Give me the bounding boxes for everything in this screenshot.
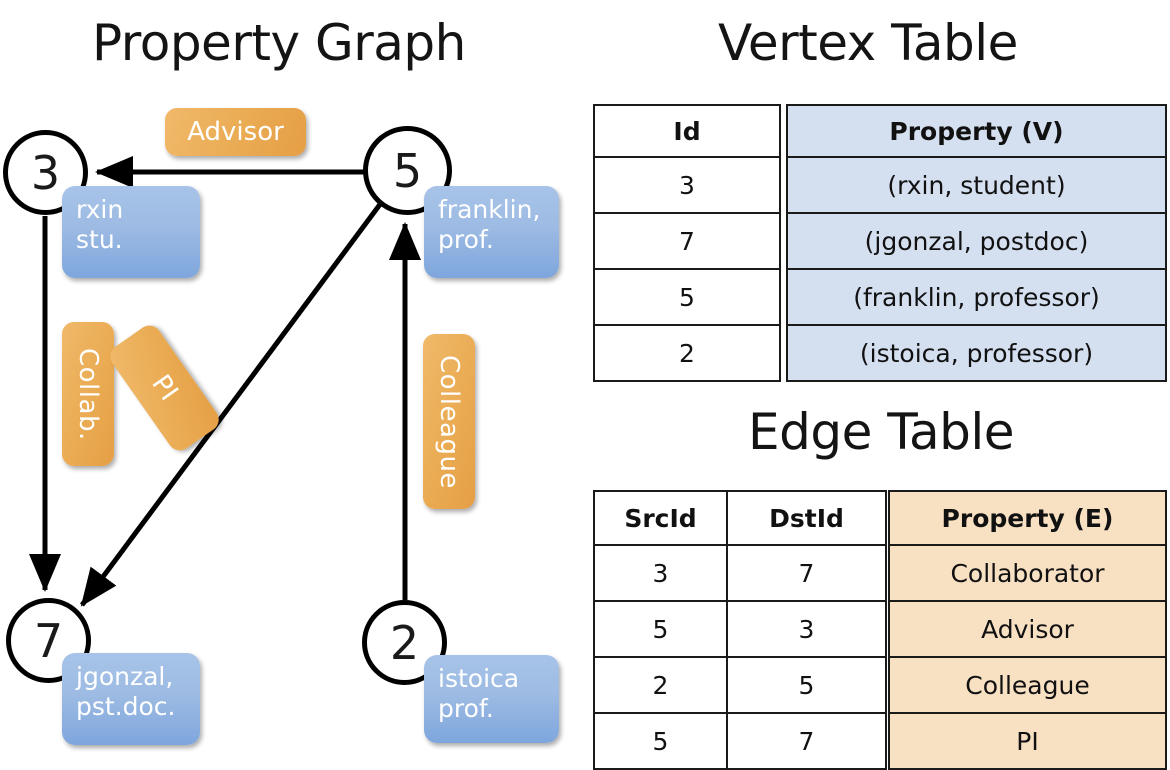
edge-srcid-header: SrcId <box>593 490 728 546</box>
node-property-box-istoica[interactable]: istoica prof. <box>424 655 559 743</box>
edge-srcid-cell: 5 <box>593 600 728 658</box>
graph-edges <box>29 156 421 607</box>
edge-property-cell: Advisor <box>888 600 1167 658</box>
edge-srcid-cell: 5 <box>593 712 728 770</box>
table-row: 3 7 <box>593 544 887 602</box>
node-property-box-rxin[interactable]: rxin stu. <box>62 186 200 278</box>
node-property-line-2: stu. <box>76 224 123 254</box>
edge-label-advisor[interactable]: Advisor <box>165 108 306 156</box>
edge-label-colleague-text: Colleague <box>434 354 464 489</box>
vertex-property-cell: (franklin, professor) <box>786 268 1167 326</box>
table-header-row: Id <box>593 104 781 158</box>
table-row: (jgonzal, postdoc) <box>786 212 1167 270</box>
table-row: Colleague <box>888 656 1167 714</box>
graph-node-2[interactable]: 2 <box>362 600 447 685</box>
edge-property-cell: Colleague <box>888 656 1167 714</box>
edge-label-collab-text: Collab. <box>73 347 103 441</box>
edge-property-header: Property (E) <box>888 490 1167 546</box>
table-row: (rxin, student) <box>786 156 1167 214</box>
table-row: 5 3 <box>593 600 887 658</box>
property-graph-panel: Property Graph 3 5 7 <box>0 0 585 760</box>
graph-node-2-label: 2 <box>389 615 420 670</box>
vertex-property-cell: (istoica, professor) <box>786 324 1167 382</box>
vertex-id-cell: 2 <box>593 324 781 382</box>
node-property-line-1: franklin, <box>438 195 541 224</box>
table-row: 5 <box>593 268 781 326</box>
vertex-property-header: Property (V) <box>786 104 1167 158</box>
vertex-property-cell: (jgonzal, postdoc) <box>786 212 1167 270</box>
vertex-property-cell: (rxin, student) <box>786 156 1167 214</box>
property-graph-title: Property Graph <box>92 14 466 72</box>
table-row: 3 <box>593 156 781 214</box>
table-row: (franklin, professor) <box>786 268 1167 326</box>
table-row: Collaborator <box>888 544 1167 602</box>
table-row: Advisor <box>888 600 1167 658</box>
graph-node-3-label: 3 <box>30 145 61 200</box>
graph-node-5[interactable]: 5 <box>363 126 452 215</box>
graph-node-5-label: 5 <box>392 143 423 198</box>
table-header-row: Property (E) <box>888 490 1167 546</box>
edge-label-advisor-text: Advisor <box>187 117 284 147</box>
edge-table-property-column: Property (E) Collaborator Advisor Collea… <box>888 490 1167 770</box>
node-property-line-2: prof. <box>438 693 494 723</box>
vertex-id-cell: 3 <box>593 156 781 214</box>
table-row: 2 5 <box>593 656 887 714</box>
node-property-line-1: rxin <box>76 195 124 224</box>
vertex-table-id-column: Id 3 7 5 2 <box>593 104 781 382</box>
edge-dstid-cell: 7 <box>726 712 887 770</box>
node-property-line-2: pst.doc. <box>76 691 176 721</box>
edge-label-pi-text: PI <box>145 369 184 407</box>
table-header-row: Property (V) <box>786 104 1167 158</box>
edge-dstid-cell: 7 <box>726 544 887 602</box>
node-property-line-1: istoica <box>438 664 520 693</box>
edge-table-src-dst-columns: SrcId DstId 3 7 5 3 2 5 5 7 <box>593 490 887 770</box>
edge-dstid-header: DstId <box>726 490 887 546</box>
graph-node-7-label: 7 <box>33 613 64 668</box>
edge-property-cell: Collaborator <box>888 544 1167 602</box>
vertex-id-cell: 7 <box>593 212 781 270</box>
table-row: 5 7 <box>593 712 887 770</box>
table-row: PI <box>888 712 1167 770</box>
table-header-row: SrcId DstId <box>593 490 887 546</box>
edge-srcid-cell: 3 <box>593 544 728 602</box>
edge-dstid-cell: 3 <box>726 600 887 658</box>
node-property-box-jgonzal[interactable]: jgonzal, pst.doc. <box>62 653 200 745</box>
edge-label-colleague[interactable]: Colleague <box>423 334 475 509</box>
edge-property-cell: PI <box>888 712 1167 770</box>
edge-srcid-cell: 2 <box>593 656 728 714</box>
vertex-id-header: Id <box>593 104 781 158</box>
edge-5-to-7 <box>79 201 384 607</box>
edge-dstid-cell: 5 <box>726 656 887 714</box>
table-row: (istoica, professor) <box>786 324 1167 382</box>
vertex-table-title: Vertex Table <box>718 14 1018 72</box>
node-property-box-franklin[interactable]: franklin, prof. <box>424 186 559 278</box>
vertex-id-cell: 5 <box>593 268 781 326</box>
table-row: 2 <box>593 324 781 382</box>
table-row: 7 <box>593 212 781 270</box>
edge-label-collab[interactable]: Collab. <box>62 322 114 466</box>
vertex-table-property-column: Property (V) (rxin, student) (jgonzal, p… <box>786 104 1167 382</box>
node-property-line-2: prof. <box>438 224 494 254</box>
edge-table-title: Edge Table <box>748 403 1015 461</box>
node-property-line-1: jgonzal, <box>76 662 174 691</box>
